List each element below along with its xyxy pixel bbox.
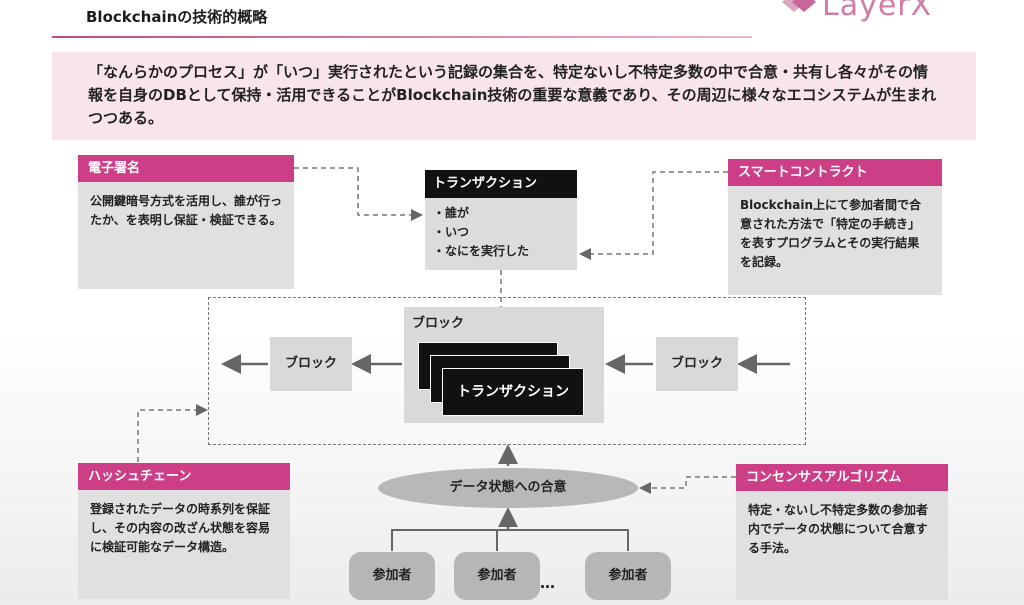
transaction-box: トランザクション ・誰が ・いつ ・なにを実行した bbox=[425, 170, 577, 270]
participant-3: 参加者 bbox=[585, 552, 671, 600]
transaction-item-who: ・誰が bbox=[433, 206, 470, 220]
consensus-ellipse: データ状態への合意 bbox=[378, 468, 638, 508]
consensus-algorithm-body: 特定・ないし不特定多数の参加者内でデータの状態について合意する手法。 bbox=[748, 503, 929, 555]
transaction-items: ・誰が ・いつ ・なにを実行した bbox=[425, 204, 577, 261]
center-block-label: ブロック bbox=[412, 316, 465, 331]
next-block: ブロック bbox=[656, 337, 738, 391]
digital-signature-card: 電子署名 公開鍵暗号方式を活用し、誰が行ったか、を表明し保証・検証できる。 bbox=[78, 155, 294, 289]
hash-chain-heading: ハッシュチェーン bbox=[78, 463, 290, 490]
transaction-item-when: ・いつ bbox=[433, 225, 470, 239]
transaction-stack-front: トランザクション bbox=[442, 368, 584, 416]
layerx-logo: LayerX bbox=[778, 0, 948, 23]
transaction-heading: トランザクション bbox=[425, 170, 577, 198]
hash-chain-body: 登録されたデータの時系列を保証し、その内容の改ざん状態を容易に検証可能なデータ構… bbox=[90, 502, 271, 554]
summary-box: 「なんらかのプロセス」が「いつ」実行されたという記録の集合を、特定ないし不特定多… bbox=[52, 52, 976, 140]
transaction-item-what: ・なにを実行した bbox=[433, 244, 530, 258]
smart-contract-heading: スマートコントラクト bbox=[728, 159, 942, 186]
previous-block: ブロック bbox=[270, 337, 352, 391]
smart-contract-card: スマートコントラクト Blockchain上にて参加者間で合意された方法で「特定… bbox=[728, 159, 942, 295]
participant-ellipsis: … bbox=[540, 574, 555, 592]
page-title: Blockchainの技術的概略 bbox=[86, 8, 268, 26]
digital-signature-body: 公開鍵暗号方式を活用し、誰が行ったか、を表明し保証・検証できる。 bbox=[90, 194, 283, 227]
participant-1: 参加者 bbox=[349, 552, 435, 600]
chain-boundary bbox=[208, 297, 806, 445]
logo-mark-icon bbox=[782, 0, 816, 12]
consensus-algorithm-card: コンセンサスアルゴリズム 特定・ないし不特定多数の参加者内でデータの状態について… bbox=[736, 464, 948, 600]
title-underline bbox=[52, 36, 752, 38]
participant-2: 参加者 bbox=[454, 552, 540, 600]
smart-contract-body: Blockchain上にて参加者間で合意された方法で「特定の手続き」を表すプログ… bbox=[740, 198, 922, 269]
hash-chain-card: ハッシュチェーン 登録されたデータの時系列を保証し、その内容の改ざん状態を容易に… bbox=[78, 463, 290, 599]
logo-text: LayerX bbox=[822, 0, 933, 23]
summary-text: 「なんらかのプロセス」が「いつ」実行されたという記録の集合を、特定ないし不特定多… bbox=[88, 63, 937, 127]
consensus-algorithm-heading: コンセンサスアルゴリズム bbox=[736, 464, 948, 491]
digital-signature-heading: 電子署名 bbox=[78, 155, 294, 182]
